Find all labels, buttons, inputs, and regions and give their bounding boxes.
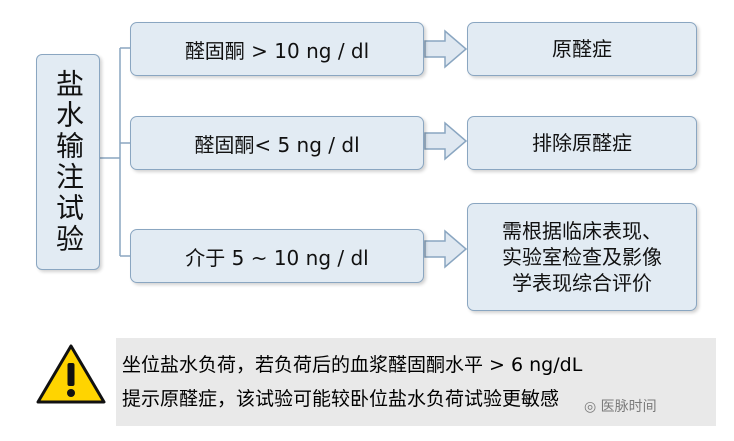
watermark: ◎ 医脉时间 — [584, 396, 657, 416]
warning-triangle-icon — [36, 344, 106, 404]
condition-box-high: 醛固酮 > 10 ng / dl — [130, 22, 424, 76]
arrow-2 — [424, 121, 468, 161]
condition-high-text: 醛固酮 > 10 ng / dl — [184, 38, 370, 63]
title-box: 盐水输注试验 — [36, 54, 100, 270]
condition-box-mid: 介于 5 ~ 10 ng / dl — [130, 229, 424, 283]
result-high-text: 原醛症 — [552, 37, 612, 61]
condition-low-text: 醛固酮< 5 ng / dl — [194, 132, 360, 157]
result-box-high: 原醛症 — [467, 22, 697, 76]
watermark-text: 医脉时间 — [600, 399, 657, 415]
note-line-2: 提示原醛症，该试验可能较卧位盐水负荷试验更敏感 — [122, 388, 560, 410]
note-text: 坐位盐水负荷，若负荷后的血浆醛固酮水平 > 6 ng/dL 提示原醛症，该试验可… — [122, 348, 582, 416]
wechat-icon: ◎ — [584, 399, 597, 415]
result-mid-line-1: 需根据临床表现、 — [502, 219, 662, 243]
arrow-3 — [424, 229, 468, 269]
result-mid-line-3: 学表现综合评价 — [512, 271, 652, 295]
note-background — [116, 338, 716, 426]
result-low-text: 排除原醛症 — [532, 131, 632, 155]
condition-box-low: 醛固酮< 5 ng / dl — [130, 116, 424, 170]
note-line-1: 坐位盐水负荷，若负荷后的血浆醛固酮水平 > 6 ng/dL — [122, 354, 583, 376]
result-box-low: 排除原醛症 — [467, 116, 697, 170]
title-text: 盐水输注试验 — [52, 69, 85, 255]
condition-mid-text: 介于 5 ~ 10 ng / dl — [185, 245, 369, 270]
result-box-mid: 需根据临床表现、 实验室检查及影像 学表现综合评价 — [467, 203, 697, 311]
arrow-1 — [424, 29, 468, 69]
result-mid-line-2: 实验室检查及影像 — [502, 245, 662, 269]
